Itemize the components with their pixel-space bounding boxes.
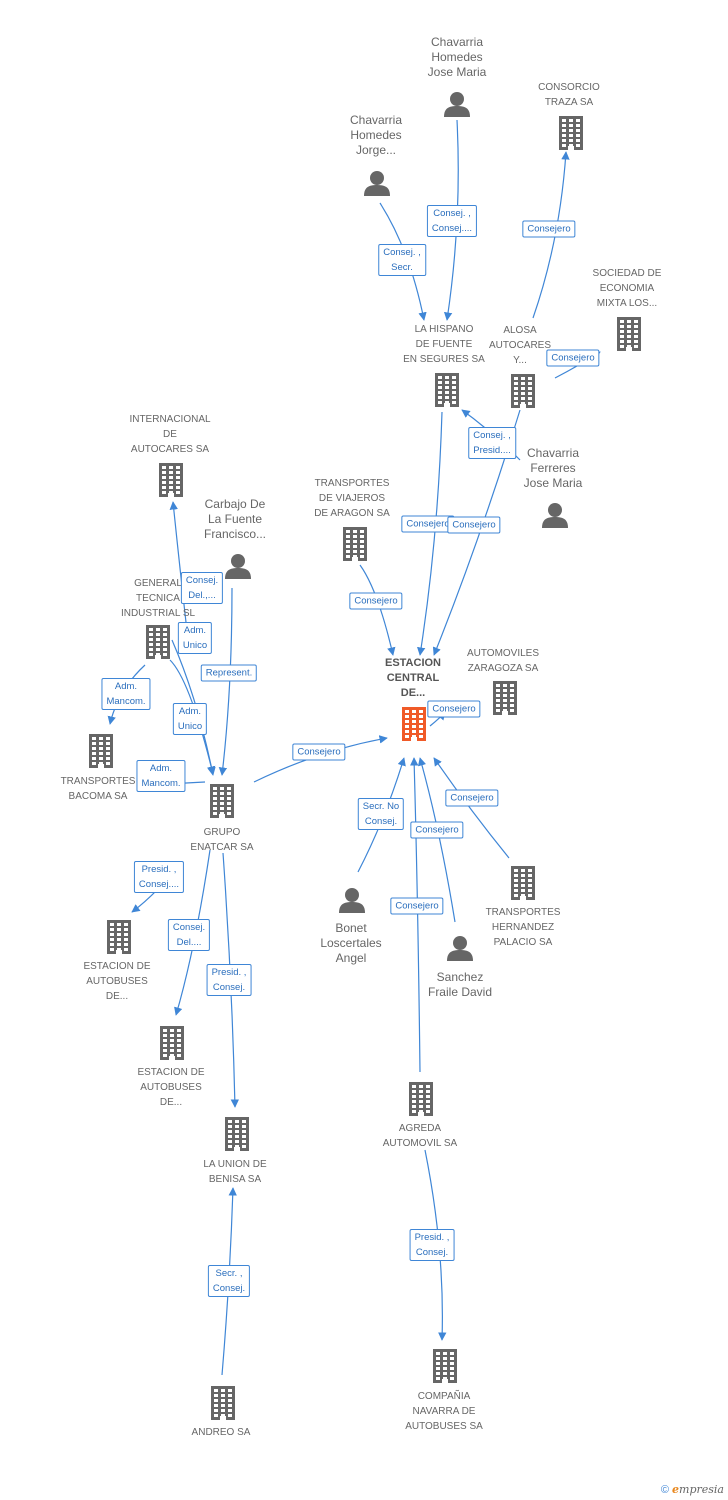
relationship-edge [417, 411, 443, 656]
person-name-label[interactable]: Bonet Loscertales Angel [320, 921, 382, 965]
relationship-label[interactable]: Consej. , Consej.... [426, 205, 478, 237]
person-icon[interactable] [443, 91, 471, 122]
relationship-label[interactable]: Consejero [390, 897, 444, 915]
relationship-edge [218, 587, 233, 776]
building-icon[interactable] [211, 1386, 235, 1425]
copyright-footer: © empresia [661, 1483, 724, 1496]
company-name-label[interactable]: TRANSPORTES HERNANDEZ PALACIO SA [485, 907, 561, 948]
person-name-label[interactable]: Chavarria Homedes Jorge... [349, 113, 403, 157]
building-icon[interactable] [402, 707, 426, 746]
company-name-label[interactable]: ESTACION DE AUTOBUSES DE... [137, 1067, 205, 1108]
person-icon[interactable] [363, 170, 391, 201]
company-name-label[interactable]: AUTOMOVILES ZARAGOZA SA [466, 648, 540, 674]
building-icon[interactable] [435, 373, 459, 412]
building-icon[interactable] [559, 116, 583, 155]
company-name-label[interactable]: GRUPO ENATCAR SA [190, 827, 254, 853]
person-name-label[interactable]: Carbajo De La Fuente Francisco... [203, 497, 266, 541]
relationship-label[interactable]: Consej. , Secr. [378, 244, 426, 276]
relationship-label[interactable]: Consejero [447, 516, 501, 534]
copyright-symbol: © [660, 1484, 669, 1496]
building-icon[interactable] [146, 625, 170, 664]
relationship-label[interactable]: Consejero [522, 220, 576, 238]
relationship-label[interactable]: Secr. , Consej. [207, 1265, 251, 1297]
building-icon[interactable] [210, 784, 234, 823]
building-icon[interactable] [409, 1082, 433, 1121]
relationship-label[interactable]: Consej. , Presid.... [468, 427, 516, 459]
building-icon[interactable] [433, 1349, 457, 1388]
person-name-label[interactable]: Chavarria Homedes Jose Maria [427, 35, 487, 79]
building-icon[interactable] [343, 527, 367, 566]
person-icon[interactable] [338, 887, 366, 918]
company-name-label[interactable]: LA HISPANO DE FUENTE EN SEGURES SA [403, 324, 485, 365]
building-icon[interactable] [160, 1026, 184, 1065]
relationship-label[interactable]: Adm. Mancom. [136, 760, 186, 792]
company-name-label[interactable]: AGREDA AUTOMOVIL SA [382, 1123, 458, 1149]
person-name-label[interactable]: Sanchez Fraile David [427, 970, 493, 999]
company-name-label[interactable]: SOCIEDAD DE ECONOMIA MIXTA LOS... [592, 268, 662, 309]
company-name-label[interactable]: LA UNION DE BENISA SA [203, 1159, 267, 1185]
relationship-edge [433, 757, 510, 859]
brand-logo: empresia [672, 1483, 724, 1496]
relationship-label[interactable]: Adm. Mancom. [101, 678, 151, 710]
relationship-label[interactable]: Consejero [546, 349, 600, 367]
relationship-label[interactable]: Consejero [349, 592, 403, 610]
building-icon[interactable] [159, 463, 183, 502]
relationship-label[interactable]: Consejero [445, 789, 499, 807]
relationship-label[interactable]: Represent. [200, 664, 258, 682]
company-name-label[interactable]: ESTACION DE AUTOBUSES DE... [83, 961, 151, 1002]
relationship-label[interactable]: Adm. Unico [177, 622, 213, 654]
company-name-label[interactable]: INTERNACIONAL DE AUTOCARES SA [129, 414, 211, 455]
relationship-label[interactable]: Presid. , Consej.... [133, 861, 185, 893]
relationship-edge [169, 659, 216, 775]
company-name-label[interactable]: ANDREO SA [191, 1427, 251, 1438]
person-name-label[interactable]: Chavarria Ferreres Jose Maria [523, 446, 583, 490]
building-icon[interactable] [493, 681, 517, 720]
company-name-label[interactable]: TRANSPORTES BACOMA SA [60, 776, 136, 802]
relationship-edge [410, 757, 421, 1073]
relationship-label[interactable]: Presid. , Consej. [206, 964, 252, 996]
person-icon[interactable] [446, 935, 474, 966]
relationship-label[interactable]: Secr. No Consej. [357, 798, 405, 830]
company-name-label[interactable]: TRANSPORTES DE VIAJEROS DE ARAGON SA [314, 478, 390, 519]
building-icon[interactable] [617, 317, 641, 356]
building-icon[interactable] [511, 866, 535, 905]
relationship-label[interactable]: Presid. , Consej. [409, 1229, 455, 1261]
relationship-label[interactable]: Consej. Del.... [167, 919, 211, 951]
company-name-label[interactable]: ALOSA AUTOCARES Y... [488, 325, 552, 366]
person-icon[interactable] [541, 502, 569, 533]
company-name-label[interactable]: COMPAÑIA NAVARRA DE AUTOBUSES SA [405, 1391, 483, 1432]
relationship-edge [532, 151, 570, 319]
relationship-edge [359, 564, 396, 656]
relationship-label[interactable]: Consej. Del.,... [180, 572, 224, 604]
company-name-label[interactable]: CONSORCIO TRAZA SA [538, 82, 600, 108]
person-icon[interactable] [224, 553, 252, 584]
company-name-label[interactable]: GENERAL TECNICA INDUSTRIAL SL [120, 578, 196, 619]
building-icon[interactable] [511, 374, 535, 413]
company-name-label[interactable]: ESTACION CENTRAL DE... [384, 657, 442, 699]
building-icon[interactable] [225, 1117, 249, 1156]
relationship-label[interactable]: Consejero [410, 821, 464, 839]
building-icon[interactable] [107, 920, 131, 959]
relationship-label[interactable]: Consejero [292, 743, 346, 761]
building-icon[interactable] [89, 734, 113, 773]
relationship-label[interactable]: Adm. Unico [172, 703, 208, 735]
relationship-label[interactable]: Consejero [427, 700, 481, 718]
